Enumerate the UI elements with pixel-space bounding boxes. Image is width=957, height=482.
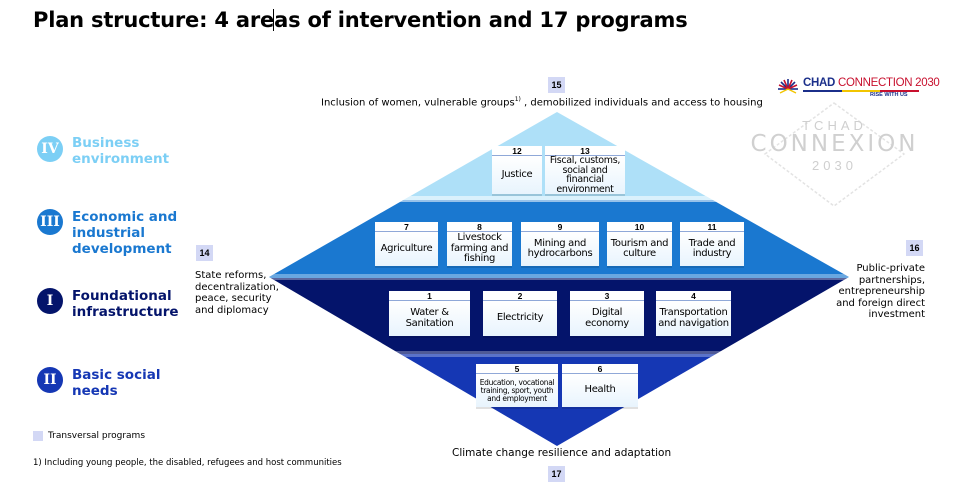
logo-brand: CHAD CONNECTION 2030: [803, 77, 940, 89]
legend-swatch: [33, 431, 43, 441]
title-part-1: Plan structure: 4 are: [33, 8, 275, 32]
watermark-line-1: TCHAD: [802, 118, 867, 133]
transversal-16-text: Public-private partnerships, entrepreneu…: [836, 263, 925, 320]
area-i-badge: I: [37, 288, 63, 314]
transversal-16-number: 16: [906, 240, 923, 256]
sunburst-logo-icon: [778, 79, 798, 94]
watermark-diamond-icon: [763, 102, 906, 207]
title-part-2: as of intervention and 17 programs: [274, 8, 688, 32]
program-3-box: 3 Digital economy: [570, 291, 644, 336]
program-4-box: 4 Transportation and navigation: [656, 291, 731, 336]
area-ii-badge: II: [37, 367, 63, 393]
program-9-box: 9 Mining and hydrocarbons: [521, 222, 599, 266]
program-2-box: 2 Electricity: [483, 291, 557, 336]
program-13-box: 13 Fiscal, customs, social and financial…: [545, 146, 625, 194]
logo: CHAD CONNECTION 2030 RISE WITH US TCHAD …: [742, 70, 940, 210]
band-basic-social-needs: [269, 354, 849, 446]
legend-label: Transversal programs: [48, 431, 146, 441]
transversal-17-text: Climate change resilience and adaptation: [452, 447, 672, 459]
program-11-box: 11 Trade and industry: [680, 222, 744, 266]
footnote: 1) Including young people, the disabled,…: [33, 458, 342, 468]
area-iv-label: Business environment: [72, 135, 170, 167]
page-title: Plan structure: 4 areas of intervention …: [33, 8, 688, 32]
watermark-line-2: CONNEXION: [750, 131, 919, 157]
program-7-box: 7 Agriculture: [375, 222, 438, 266]
area-iii-badge: III: [37, 209, 63, 235]
area-iv-badge: IV: [37, 136, 63, 162]
area-i-label: Foundational infrastructure: [72, 288, 179, 320]
program-12-box: 12 Justice: [492, 146, 542, 194]
band-foundational-infrastructure: [269, 278, 849, 354]
text-cursor-icon: [273, 9, 275, 31]
transversal-14-number: 14: [196, 245, 213, 261]
logo-tagline: RISE WITH US: [870, 92, 908, 98]
program-6-box: 6 Health: [562, 364, 638, 407]
program-1-box: 1 Water & Sanitation: [389, 291, 470, 336]
program-5-box: 5 Education, vocational training, sport,…: [476, 364, 558, 407]
transversal-15-number: 15: [548, 77, 565, 93]
transversal-14-text: State reforms, decentralization, peace, …: [195, 270, 279, 316]
program-10-box: 10 Tourism and culture: [607, 222, 672, 266]
transversal-15-text: Inclusion of women, vulnerable groups1) …: [321, 96, 763, 109]
program-8-box: 8 Livestock farming and fishing: [447, 222, 512, 266]
transversal-17-number: 17: [548, 466, 565, 482]
area-ii-label: Basic social needs: [72, 367, 161, 399]
logo-flag-stripe: [803, 90, 920, 92]
area-iii-label: Economic and industrial development: [72, 209, 178, 257]
watermark-line-3: 2030: [812, 158, 857, 173]
